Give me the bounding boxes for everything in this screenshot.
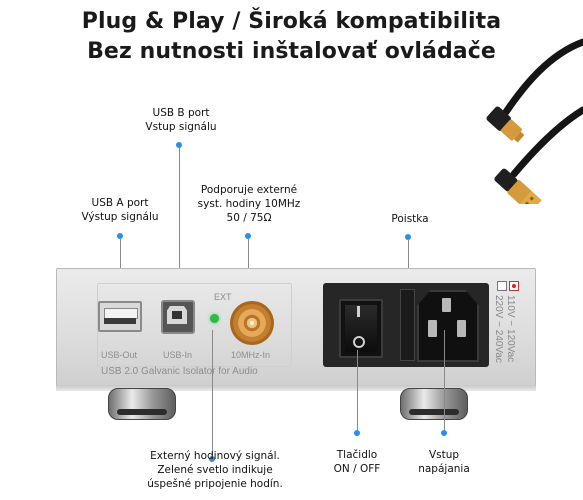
callout-clock-signal-line-1: Externý hodinový signál. [150,450,280,462]
callout-clock-signal-dot [209,456,215,462]
callout-usb-b-line-1: USB B port [152,107,210,119]
callout-usb-b-line-2: Vstup signálu [145,121,217,133]
callout-ext-clock-dot [245,233,251,239]
callout-clock-signal-line-2: Zelené svetlo indikuje [157,464,273,476]
switch-on-mark [357,306,360,317]
usb-a-port-icon [98,301,142,332]
callout-power-input-line-1: Vstup [428,449,460,461]
callout-power-input-dot [441,430,447,436]
usb-out-label: USB-Out [101,350,138,360]
callout-switch-line-2: ON / OFF [333,463,381,475]
callout-ext-clock-line-1: Podporuje externé [200,184,298,196]
iec-socket-icon [417,290,479,362]
usb-cable-icon [486,38,583,204]
voltage-label-110: 110V ~ 120Vac [505,295,516,363]
callout-power-input-line [444,330,445,430]
callout-switch-line [357,350,358,430]
ext-label: EXT [214,292,232,302]
callout-usb-a: USB A port Výstup signálu [72,196,168,224]
iec-pin-right [457,320,466,337]
callout-usb-b-dot [176,142,182,148]
callout-power-input: Vstup napájania [412,448,476,476]
power-switch-icon [339,299,383,358]
isolator-device-front-panel: USB-Out USB-In EXT 10MHz-In USB 2.0 Galv… [56,268,536,388]
io-panel-frame [97,283,292,367]
callout-fuse-dot [405,234,411,240]
callout-ext-clock-line-3: 50 / 75Ω [226,212,272,224]
iec-pin-left [428,320,437,337]
callout-usb-a-line-1: USB A port [91,197,149,209]
callout-power-input-line-2: napájania [418,463,470,475]
fuse-drawer [400,289,415,361]
callout-clock-signal-line-3: úspešné pripojenie hodín. [147,478,283,490]
bnc-center-pin [250,321,254,325]
callout-usb-b: USB B port Vstup signálu [136,106,226,134]
callout-switch-dot [354,430,360,436]
device-foot-right [400,388,468,420]
callout-ext-clock-line-2: syst. hodiny 10MHz [197,198,301,210]
device-bottom-edge [56,385,536,391]
clock-in-label: 10MHz-In [231,350,271,360]
voltage-selected-mark [512,284,516,288]
callout-switch: Tlačidlo ON / OFF [326,448,388,476]
switch-off-mark [353,336,365,348]
headline-line-1: Plug & Play / Široká kompatibilita [81,9,502,34]
panel-caption: USB 2.0 Galvanic Isolator for Audio [101,366,258,377]
callout-usb-a-dot [117,233,123,239]
voltage-selector-box-1 [497,281,507,291]
voltage-label-220: 220V ~ 240Vac [493,295,504,363]
callout-ext-clock: Podporuje externé syst. hodiny 10MHz 50 … [190,183,308,225]
callout-fuse-line-1: Poistka [391,213,429,225]
callout-clock-signal-line [212,330,213,458]
headline-line-2: Bez nutnosti inštalovať ovládače [87,39,496,64]
callout-clock-signal-text: Externý hodinový signál. Zelené svetlo i… [140,449,290,491]
clock-led-indicator [210,314,219,323]
callout-switch-line-1: Tlačidlo [336,449,378,461]
usb-b-port-icon [161,300,195,334]
callout-usb-b-line [179,148,180,298]
callout-fuse: Poistka [382,212,438,226]
iec-pin-earth [442,298,451,312]
usb-in-label: USB-In [163,350,193,360]
device-foot-left [108,388,176,420]
callout-usb-a-line-2: Výstup signálu [81,211,159,223]
